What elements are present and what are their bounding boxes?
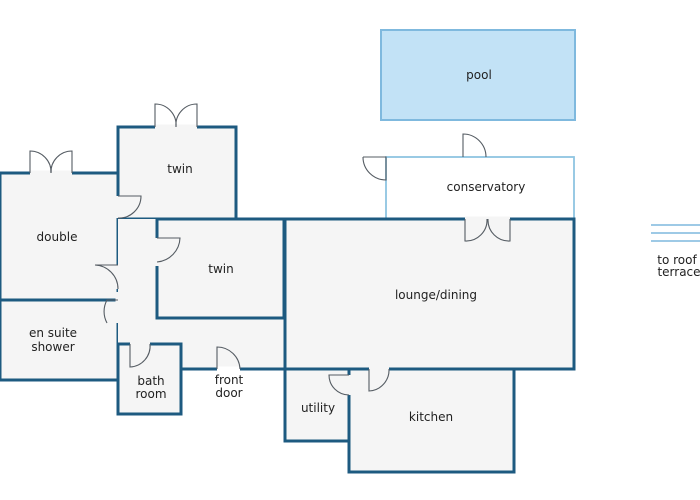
double-bedroom-door-icon — [94, 264, 119, 290]
kitchen-label: kitchen — [409, 410, 453, 424]
conservatory-side-door-icon — [362, 156, 387, 181]
ensuite-label-line1: en suite — [29, 326, 77, 340]
ensuite-door-icon — [103, 299, 118, 324]
conservatory-room — [385, 156, 575, 220]
roof-terrace-label-line2: terrace — [657, 265, 700, 279]
lounge-dining-label: lounge/dining — [395, 288, 477, 302]
front-door-icon — [216, 346, 241, 370]
twin-top-label: twin — [167, 162, 192, 176]
front-door-label-line1: front — [215, 373, 244, 387]
twin-hall-door-icon — [117, 195, 142, 219]
twin-top-door-icon — [154, 103, 198, 128]
ensuite-label-line2: shower — [31, 340, 74, 354]
twin-middle-door-icon — [156, 237, 181, 263]
conservatory-door-icon — [464, 218, 511, 242]
pool-label: pool — [466, 68, 492, 82]
roof-terrace-label-line1: to roof — [657, 253, 697, 267]
twin-middle-label: twin — [208, 262, 233, 276]
double-label: double — [37, 230, 78, 244]
bath-label-line2: room — [135, 387, 166, 401]
bath-door-icon — [129, 343, 151, 368]
utility-room — [283, 367, 351, 443]
double-door-icon — [29, 150, 73, 174]
kitchen-room — [347, 367, 516, 474]
front-door-label-line2: door — [215, 386, 242, 400]
kitchen-door-icon — [368, 368, 390, 392]
utility-label: utility — [301, 401, 335, 415]
roof-terrace-stair-icon — [651, 224, 700, 242]
utility-door-icon — [328, 374, 350, 396]
conservatory-label: conservatory — [447, 180, 526, 194]
twin-middle-room — [155, 217, 286, 320]
conservatory-top-door-icon — [462, 133, 487, 158]
bath-label-line1: bath — [137, 374, 164, 388]
bath-room — [116, 342, 183, 416]
pool-area — [380, 29, 576, 121]
